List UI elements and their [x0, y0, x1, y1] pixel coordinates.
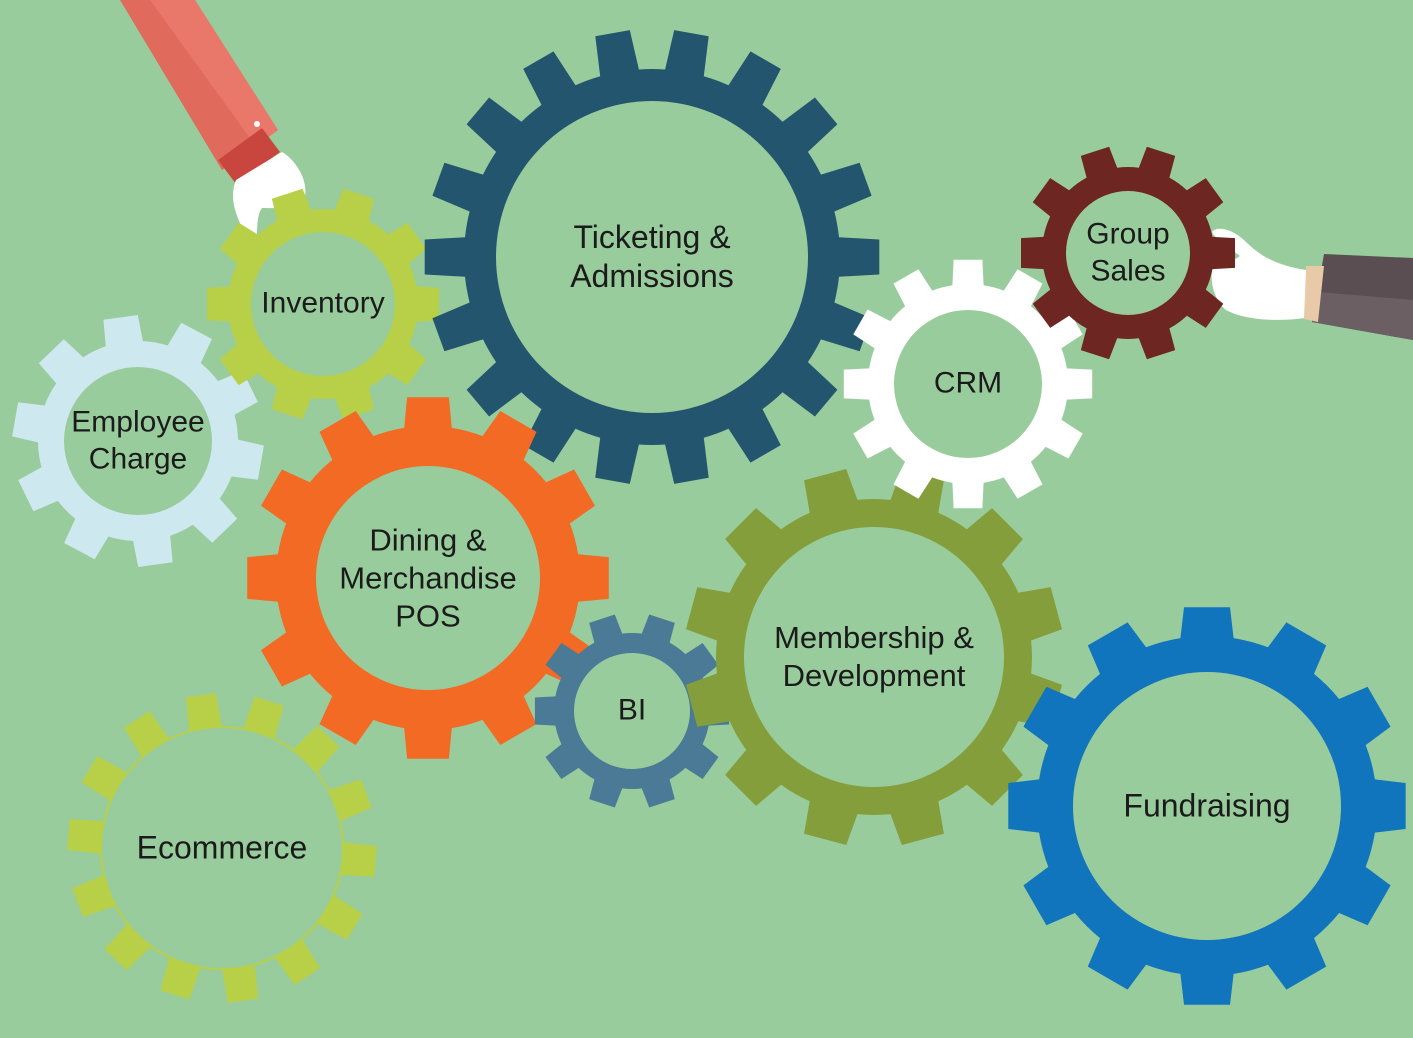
dining-merchandise-pos-label-line: Merchandise — [339, 560, 517, 596]
employee-charge-label-line: Employee — [71, 405, 205, 439]
right-cuff — [1300, 266, 1324, 322]
right-glove — [1211, 228, 1306, 320]
employee-charge-gear — [12, 315, 264, 567]
dining-merchandise-pos-label-line: Dining & — [369, 522, 487, 558]
ticketing-admissions-gear — [424, 30, 880, 484]
left-cuff-button — [254, 121, 260, 127]
ticketing-admissions-label-line: Ticketing & — [573, 218, 731, 255]
right-sleeve-shade — [1312, 292, 1413, 340]
left-sleeve-shade — [150, 0, 278, 145]
ecommerce-gear — [67, 693, 377, 1003]
fundraising-label: Fundraising — [1123, 786, 1290, 825]
crm-gear — [843, 259, 1093, 509]
membership-development-gear-center — [744, 527, 1004, 787]
inventory-gear — [207, 188, 439, 420]
left-hand-illustration — [120, 0, 306, 244]
gears-layer — [12, 30, 1406, 1005]
dining-merchandise-pos-gear — [247, 397, 609, 759]
fundraising-gear-center — [1073, 672, 1341, 940]
ecommerce-label-line: Ecommerce — [136, 829, 308, 866]
fundraising-gear — [1008, 607, 1406, 1005]
inventory-label-line: Inventory — [261, 286, 385, 320]
crm-label: CRM — [934, 366, 1002, 403]
bi-gear-center — [574, 653, 690, 769]
right-hand-illustration — [1211, 228, 1413, 340]
membership-development-label-line: Membership & — [774, 620, 974, 656]
group-sales-label-line: Sales — [1090, 254, 1166, 287]
membership-development-gear — [686, 469, 1062, 845]
ticketing-admissions-label: Ticketing &Admissions — [570, 218, 734, 296]
inventory-gear-center — [251, 232, 395, 376]
dining-merchandise-pos-label-line: POS — [395, 597, 461, 633]
employee-charge-gear-center — [64, 367, 212, 515]
bi-label-line: BI — [617, 693, 647, 727]
ecommerce-label: Ecommerce — [137, 828, 308, 867]
bi-gear — [534, 614, 730, 808]
ticketing-admissions-gear-center — [496, 101, 808, 413]
fundraising-label-line: Fundraising — [1123, 787, 1291, 824]
group-sales-gear-center — [1066, 191, 1190, 315]
left-glove — [233, 152, 306, 244]
left-sleeve — [120, 0, 278, 170]
bi-label: BI — [618, 693, 646, 730]
employee-charge-label-line: Charge — [88, 442, 188, 475]
membership-development-label: Membership &Development — [774, 619, 974, 695]
hands-layer — [120, 0, 1413, 340]
group-sales-label-line: Group — [1086, 217, 1170, 251]
crm-gear-center — [894, 310, 1042, 458]
ecommerce-gear-center — [102, 728, 342, 968]
membership-development-label-line: Development — [782, 658, 966, 693]
dining-merchandise-pos-gear-center — [316, 466, 540, 690]
crm-label-line: CRM — [933, 366, 1003, 400]
group-sales-gear — [1021, 146, 1235, 360]
inventory-label: Inventory — [261, 286, 384, 323]
left-cuff — [218, 128, 280, 184]
ticketing-admissions-label-line: Admissions — [570, 258, 734, 294]
